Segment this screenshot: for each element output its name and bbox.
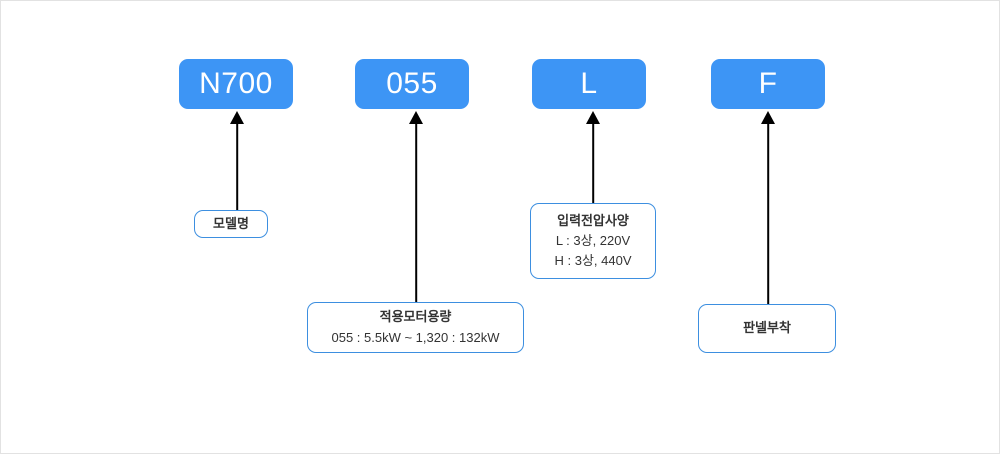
code-chip-label: L <box>580 67 598 100</box>
arrow-head-icon <box>230 111 244 124</box>
arrow-head-icon <box>409 111 423 124</box>
arrow-mount <box>753 111 783 304</box>
arrow-voltage <box>578 111 608 203</box>
arrow-stem <box>415 122 417 302</box>
code-chip-mount: F <box>711 59 825 109</box>
code-chip-label: N700 <box>199 67 273 100</box>
callout-line: L : 3상, 220V <box>555 232 631 248</box>
callout-line: 판넬부착 <box>743 320 791 336</box>
arrow-head-icon <box>586 111 600 124</box>
code-chip-model: N700 <box>179 59 293 109</box>
code-chip-label: 055 <box>386 67 438 100</box>
callout-model-name: 모델명 <box>194 210 268 238</box>
callout-input-voltage: 입력전압사양 L : 3상, 220V H : 3상, 440V <box>530 203 656 279</box>
arrow-stem <box>592 122 594 203</box>
callout-line: 적용모터용량 <box>379 309 452 325</box>
callout-line: 055 : 5.5kW ~ 1,320 : 132kW <box>331 329 500 345</box>
callout-motor-capacity: 적용모터용량 055 : 5.5kW ~ 1,320 : 132kW <box>307 302 524 353</box>
code-chip-capacity: 055 <box>355 59 469 109</box>
arrow-model <box>222 111 252 210</box>
arrow-head-icon <box>761 111 775 124</box>
arrow-stem <box>236 122 238 210</box>
code-chip-label: F <box>758 67 778 100</box>
code-chip-voltage: L <box>532 59 646 109</box>
callout-line: H : 3상, 440V <box>554 253 632 269</box>
callout-line: 모델명 <box>213 215 249 231</box>
arrow-capacity <box>401 111 431 302</box>
callout-line: 입력전압사양 <box>557 212 629 228</box>
arrow-stem <box>767 122 769 304</box>
callout-panel-mount: 판넬부착 <box>698 304 836 353</box>
